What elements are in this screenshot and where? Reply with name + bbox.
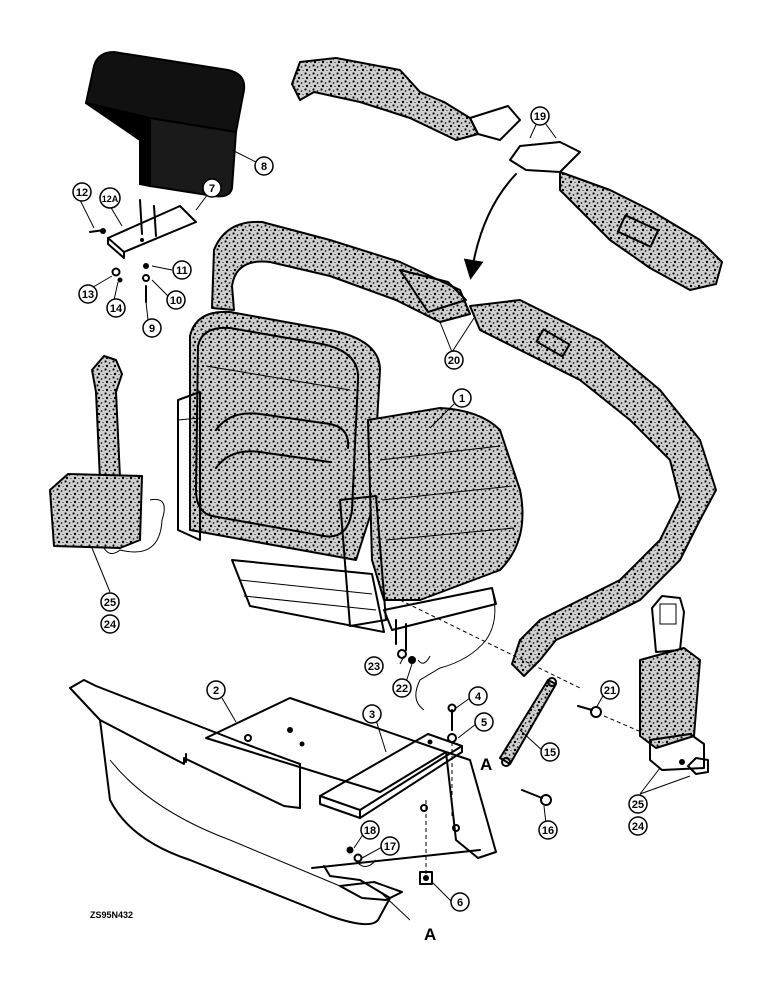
svg-text:14: 14 (110, 303, 123, 315)
callout-15: 15 (540, 742, 560, 762)
svg-text:25: 25 (632, 799, 644, 811)
seat-back (177, 310, 381, 561)
svg-text:1: 1 (459, 393, 465, 405)
svg-text:9: 9 (149, 323, 155, 335)
armrest-bracket (107, 199, 197, 259)
lap-seat-belt (211, 220, 717, 677)
svg-text:18: 18 (364, 825, 376, 837)
callout-19: 19 (530, 106, 550, 126)
callout-6: 6 (450, 892, 470, 912)
svg-text:12A: 12A (102, 194, 119, 204)
svg-text:24: 24 (104, 619, 117, 631)
mounting-plate (319, 733, 463, 819)
callout-11: 11 (172, 260, 192, 280)
section-mark-a-left: A (480, 755, 492, 774)
armrest-hardware (89, 228, 150, 303)
callout-16: 16 (538, 820, 558, 840)
svg-text:20: 20 (448, 355, 460, 367)
callout-1: 1 (452, 388, 472, 408)
bolt-hardware (346, 703, 460, 885)
svg-text:17: 17 (384, 841, 396, 853)
callout-12a: 12A (99, 187, 121, 209)
svg-text:12: 12 (76, 187, 88, 199)
seat-base (231, 495, 497, 711)
callout-3: 3 (362, 704, 382, 724)
svg-text:16: 16 (542, 825, 554, 837)
svg-text:2: 2 (213, 685, 219, 697)
callout-4: 4 (468, 686, 488, 706)
callout-2: 2 (206, 680, 226, 700)
callout-25-right: 25 (628, 794, 648, 814)
callout-18: 18 (360, 820, 380, 840)
svg-text:13: 13 (82, 289, 94, 301)
seat-mount-box (69, 679, 497, 926)
svg-text:15: 15 (544, 747, 556, 759)
callout-23: 23 (364, 656, 384, 676)
svg-text:21: 21 (604, 685, 616, 697)
callout-22: 22 (392, 678, 412, 698)
svg-text:25: 25 (104, 597, 116, 609)
svg-text:4: 4 (475, 691, 482, 703)
svg-text:22: 22 (396, 683, 408, 695)
retractor-assembly-left (49, 355, 165, 554)
svg-text:7: 7 (209, 183, 215, 195)
callout-24-right: 24 (628, 816, 648, 836)
callout-24-left: 24 (100, 614, 120, 634)
callout-13: 13 (78, 284, 98, 304)
svg-text:3: 3 (369, 709, 375, 721)
callout-9: 9 (142, 318, 162, 338)
section-mark-a-bottom: A (424, 925, 436, 944)
upper-seat-belt (291, 57, 723, 291)
callout-17: 17 (380, 836, 400, 856)
svg-text:6: 6 (457, 897, 463, 909)
buckle-assembly-right (639, 595, 709, 775)
svg-text:24: 24 (632, 821, 645, 833)
svg-text:5: 5 (481, 717, 487, 729)
seat-cushion (367, 407, 524, 601)
svg-text:23: 23 (368, 661, 380, 673)
callout-12: 12 (72, 182, 92, 202)
svg-text:10: 10 (170, 295, 182, 307)
drawing-code: ZS95N432 (90, 910, 133, 920)
direction-arrow (463, 173, 517, 280)
callout-7: 7 (202, 178, 222, 198)
callout-8: 8 (254, 156, 274, 176)
callout-25-left: 25 (100, 592, 120, 612)
svg-text:11: 11 (176, 265, 188, 277)
callout-20: 20 (444, 350, 464, 370)
armrest-pad (84, 50, 246, 198)
svg-text:19: 19 (534, 111, 546, 123)
callout-10: 10 (166, 290, 186, 310)
washers-22-23 (397, 649, 431, 664)
callout-21: 21 (600, 680, 620, 700)
callout-14: 14 (106, 298, 126, 318)
callout-5: 5 (474, 712, 494, 732)
svg-text:8: 8 (261, 161, 267, 173)
